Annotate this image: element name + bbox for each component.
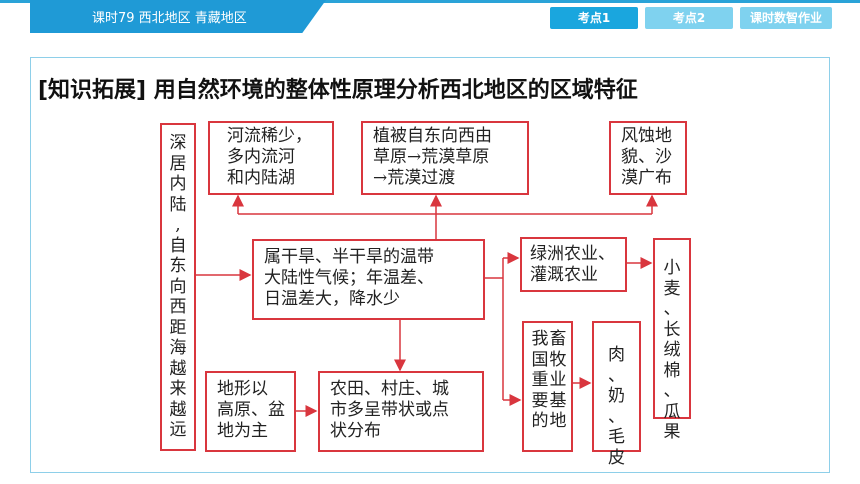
vegetation-line-3: →荒漠过渡: [373, 168, 456, 188]
top-band: [0, 0, 860, 3]
tab-kaodian-2[interactable]: 考点2: [645, 7, 733, 29]
settlement-line-2: 市多呈带状或点: [330, 400, 449, 420]
rivers-line-2: 多内流河: [227, 147, 295, 167]
crops-text: 小麦、长绒棉、瓜果: [663, 258, 681, 442]
oasis-line-1: 绿洲农业、: [530, 244, 615, 264]
terrain-line-1: 地形以: [217, 379, 268, 399]
box-wind-landform: 风蚀地 貌、沙 漠广布: [609, 121, 687, 195]
pastoral-text: 我畜国牧重业要基的地: [531, 329, 567, 431]
box-terrain: 地形以 高原、盆 地为主: [205, 371, 296, 452]
wind-line-2: 貌、沙: [621, 147, 672, 167]
tab-homework[interactable]: 课时数智作业: [740, 7, 832, 29]
breadcrumb: 课时79 西北地区 青藏地区: [92, 11, 247, 26]
box-settlement: 农田、村庄、城 市多呈带状或点 状分布: [318, 371, 484, 452]
box-climate: 属干旱、半干旱的温带 大陆性气候；年温差、 日温差大，降水少: [252, 239, 485, 320]
climate-line-1: 属干旱、半干旱的温带: [264, 247, 434, 267]
tab-kaodian-1[interactable]: 考点1: [550, 7, 638, 29]
terrain-line-2: 高原、盆: [217, 400, 285, 420]
oasis-line-2: 灌溉农业: [530, 265, 598, 285]
box-vegetation: 植被自东向西由 草原→荒漠草原 →荒漠过渡: [361, 121, 529, 195]
root-text: 深居内陆,自东向西距海越来越远: [169, 133, 187, 440]
box-root: 深居内陆,自东向西距海越来越远: [160, 123, 196, 451]
wind-line-1: 风蚀地: [621, 126, 672, 146]
rivers-line-3: 和内陆湖: [227, 168, 295, 188]
page-title: [知识拓展] 用自然环境的整体性原理分析西北地区的区域特征: [38, 78, 638, 103]
vegetation-line-2: 草原→荒漠草原: [373, 147, 490, 167]
box-products: 肉、奶、毛皮: [592, 321, 641, 468]
climate-line-2: 大陆性气候；年温差、: [264, 268, 434, 288]
box-oasis: 绿洲农业、 灌溉农业: [520, 237, 627, 292]
box-pastoral: 我畜国牧重业要基的地: [522, 321, 573, 452]
top-bar: 课时79 西北地区 青藏地区 考点1 考点2 课时数智作业: [0, 0, 860, 34]
settlement-line-1: 农田、村庄、城: [330, 379, 449, 399]
climate-line-3: 日温差大，降水少: [264, 289, 400, 309]
vegetation-line-1: 植被自东向西由: [373, 126, 492, 146]
settlement-line-3: 状分布: [330, 421, 381, 441]
rivers-line-1: 河流稀少，: [227, 126, 312, 146]
box-crops: 小麦、长绒棉、瓜果: [653, 238, 691, 442]
products-text: 肉、奶、毛皮: [608, 345, 625, 468]
terrain-line-3: 地为主: [217, 421, 268, 441]
breadcrumb-tab: [30, 0, 326, 33]
box-rivers: 河流稀少， 多内流河 和内陆湖: [208, 121, 334, 195]
wind-line-3: 漠广布: [621, 168, 672, 188]
